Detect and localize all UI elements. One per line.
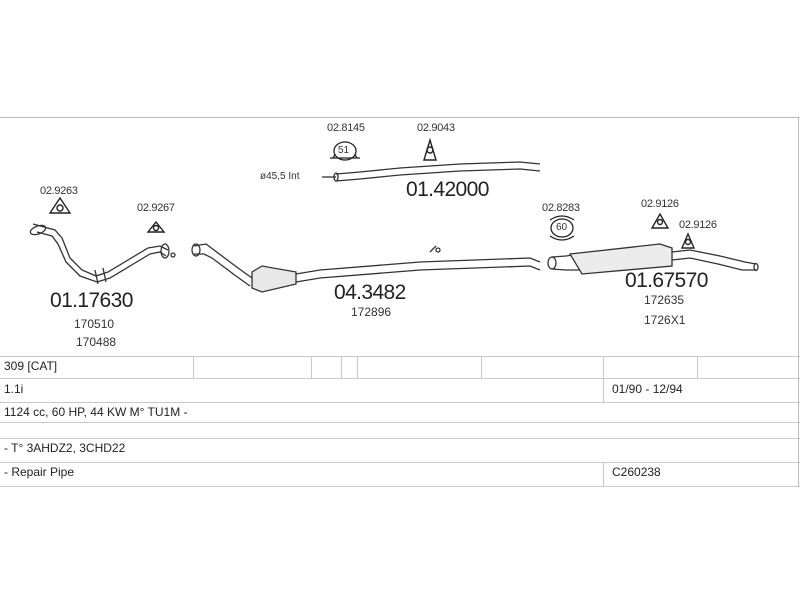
types-cell: - T° 3AHDZ2, 3CHD22 (4, 441, 126, 455)
catalyst-drawing (191, 243, 541, 293)
frame-right-border (798, 117, 799, 487)
table-row (0, 378, 800, 379)
clamp-4-drawing (423, 137, 437, 161)
table-row (0, 402, 800, 403)
middle-pipe-drawing (322, 161, 541, 182)
clamp-2-code: 02.9267 (137, 202, 175, 214)
badge-60-label: 60 (556, 222, 568, 233)
clamp-5-drawing (549, 215, 575, 241)
table-row (0, 438, 800, 439)
clamp-3-drawing (330, 141, 360, 161)
clamp-1-code: 02.9263 (40, 185, 78, 197)
diameter-label: ø45,5 Int (260, 171, 300, 182)
clamp-1-drawing (48, 196, 72, 214)
badge-51-label: 51 (338, 145, 350, 156)
clamp-6-drawing (650, 212, 670, 229)
clamp-5-code: 02.8283 (542, 202, 580, 214)
rear-muffler-code: 01.67570 (625, 269, 708, 292)
table-divider (697, 356, 698, 378)
clamp-7-drawing (680, 232, 696, 249)
clamp-3-code: 02.8145 (327, 122, 365, 134)
table-divider (311, 356, 312, 378)
clamp-7-code: 02.9126 (679, 219, 717, 231)
table-divider (603, 462, 604, 486)
table-row (0, 486, 800, 487)
clamp-6-code: 02.9126 (641, 198, 679, 210)
table-divider (341, 356, 342, 378)
kit-code-cell: C260238 (612, 465, 661, 479)
specs-cell: 1124 cc, 60 HP, 44 KW M° TU1M - (4, 405, 188, 419)
front-pipe-drawing (29, 223, 176, 285)
clamp-4-code: 02.9043 (417, 122, 455, 134)
catalyst-ref: 172896 (351, 305, 392, 319)
front-ref-2: 170488 (76, 335, 117, 349)
rear-muffler-drawing (547, 243, 759, 275)
catalyst-code: 04.3482 (334, 281, 406, 304)
frame-top-border (0, 117, 800, 118)
table-divider (193, 356, 194, 378)
table-divider (481, 356, 482, 378)
middle-pipe-code: 01.42000 (406, 178, 489, 201)
table-divider (357, 356, 358, 378)
table-row (0, 462, 800, 463)
kit-type-cell: - Repair Pipe (4, 465, 75, 479)
years-cell: 01/90 - 12/94 (612, 382, 683, 396)
table-row (0, 356, 800, 357)
table-divider (603, 356, 604, 402)
rear-ref-1: 172635 (644, 293, 685, 307)
clamp-2-drawing (146, 220, 166, 233)
rear-ref-2: 1726X1 (644, 313, 686, 327)
engine-cell: 1.1i (4, 382, 24, 396)
model-cell: 309 [CAT] (4, 359, 58, 373)
table-row (0, 422, 800, 423)
front-ref-1: 170510 (74, 317, 115, 331)
front-pipe-code: 01.17630 (50, 289, 133, 312)
